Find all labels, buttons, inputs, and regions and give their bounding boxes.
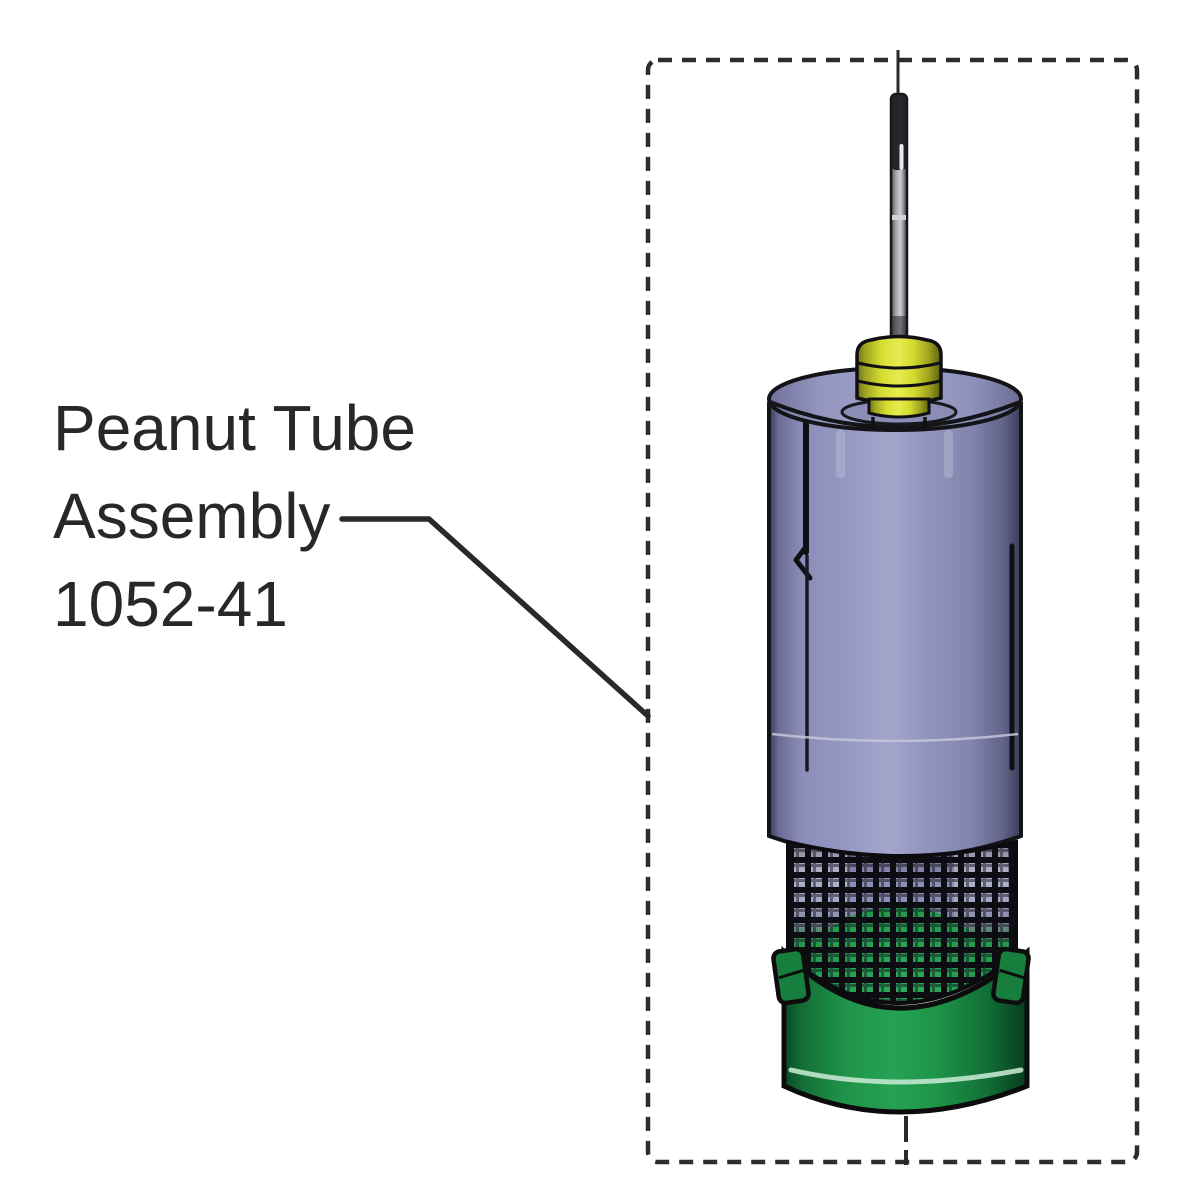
- base-cup-body: [781, 945, 1030, 1115]
- rod-notch-highlight: [899, 144, 904, 170]
- part-label-line2: Assembly: [53, 480, 331, 552]
- base-clip-left-wire: [778, 968, 805, 980]
- hanger-rod: [889, 72, 909, 352]
- cap-neck: [867, 397, 931, 419]
- cap-body: [855, 334, 943, 406]
- leader-line: [339, 516, 651, 719]
- base-clip-right-wire: [999, 968, 1026, 980]
- tube-highlight-right: [944, 430, 953, 478]
- base-highlight: [788, 1067, 1024, 1085]
- mesh-cage: [786, 839, 1018, 1005]
- base-clips: [771, 946, 1031, 1006]
- rod-dark-top: [891, 94, 907, 170]
- yellow-cap: [855, 334, 943, 431]
- part-label-line1: Peanut Tube: [53, 392, 416, 464]
- cap-rib-1: [857, 361, 941, 370]
- tube-joint-line: [771, 732, 1019, 743]
- cap-rib-2: [857, 379, 941, 388]
- part-number: 1052-41: [53, 568, 288, 640]
- lid-rim-line: [769, 400, 1021, 429]
- rod-light-band: [892, 215, 906, 220]
- base-clip-left: [771, 946, 811, 1006]
- tube-highlight-left: [836, 430, 845, 478]
- base-cup: [781, 945, 1030, 1115]
- mesh-grid-inner: [788, 842, 1016, 1003]
- base-clip-right: [991, 946, 1031, 1006]
- part-label: Peanut Tube Assembly 1052-41: [53, 384, 416, 648]
